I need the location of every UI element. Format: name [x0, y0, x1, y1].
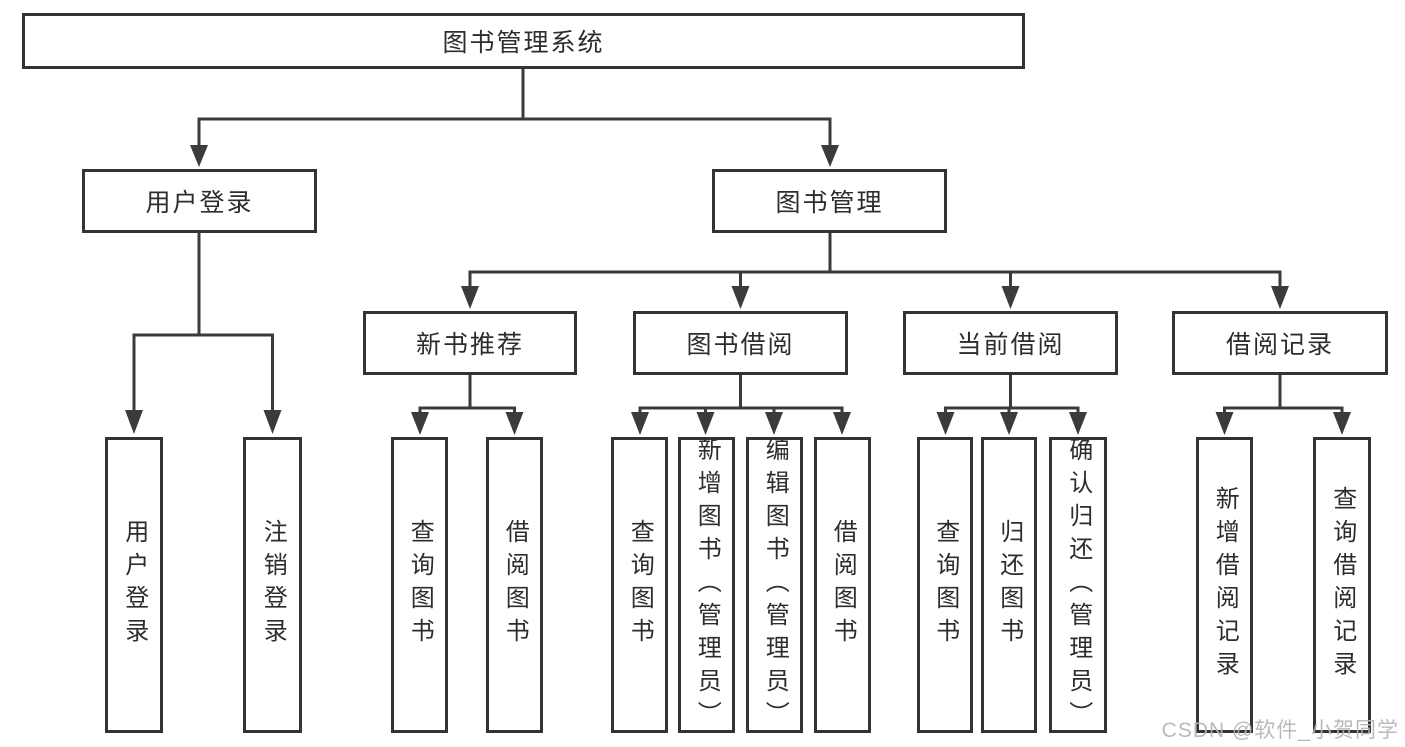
node-label: 图书借阅: [686, 331, 795, 359]
node-label: 查询图书: [931, 519, 959, 651]
node-label: 用户登录: [145, 189, 254, 217]
node-current-borrow: 当前借阅: [903, 311, 1118, 375]
node-user-login: 用户登录: [82, 169, 317, 233]
node-label: 查询图书: [406, 519, 434, 651]
leaf-query-books-recommend: 查询图书: [391, 437, 448, 733]
arrowheads: [125, 145, 1351, 435]
leaf-add-book-admin: 新增图书（管理员）: [678, 436, 735, 734]
node-book-borrow: 图书借阅: [633, 311, 848, 375]
node-label: 注销登录: [259, 519, 287, 651]
node-new-book-recommend: 新书推荐: [363, 311, 577, 375]
leaf-query-books-current: 查询图书: [917, 437, 973, 733]
node-label: 当前借阅: [956, 331, 1065, 359]
leaf-add-borrow-record: 新增借阅记录: [1196, 437, 1253, 733]
leaf-borrow-books-recommend: 借阅图书: [486, 437, 543, 733]
node-label: 新增借阅记录: [1211, 486, 1239, 684]
node-label: 查询图书: [626, 519, 654, 651]
node-label: 新增图书（管理员）: [693, 436, 721, 734]
node-label: 借阅图书: [829, 519, 857, 651]
node-label: 图书管理: [775, 189, 884, 217]
leaf-logout-login: 注销登录: [243, 437, 302, 733]
node-book-management: 图书管理: [712, 169, 947, 233]
leaf-user-login: 用户登录: [105, 437, 163, 733]
csdn-watermark: CSDN @软件_小贺同学: [1161, 719, 1399, 742]
node-label: 编辑图书（管理员）: [761, 436, 789, 734]
node-label: 归还图书: [995, 519, 1023, 651]
node-label: 确认归还（管理员）: [1064, 436, 1092, 734]
leaf-query-books-borrow: 查询图书: [611, 437, 668, 733]
leaf-return-books: 归还图书: [981, 437, 1037, 733]
leaf-confirm-return-admin: 确认归还（管理员）: [1049, 436, 1107, 734]
node-borrow-records: 借阅记录: [1172, 311, 1388, 375]
node-label: 图书管理系统: [442, 29, 605, 57]
leaf-borrow-books: 借阅图书: [814, 437, 871, 733]
leaf-edit-book-admin: 编辑图书（管理员）: [746, 436, 803, 734]
node-label: 借阅图书: [501, 519, 529, 651]
node-label: 用户登录: [120, 519, 148, 651]
node-label: 查询借阅记录: [1328, 486, 1356, 684]
node-label: 借阅记录: [1225, 331, 1334, 359]
node-library-system: 图书管理系统: [22, 13, 1025, 69]
leaf-query-borrow-record: 查询借阅记录: [1313, 437, 1371, 733]
node-label: 新书推荐: [415, 331, 524, 359]
